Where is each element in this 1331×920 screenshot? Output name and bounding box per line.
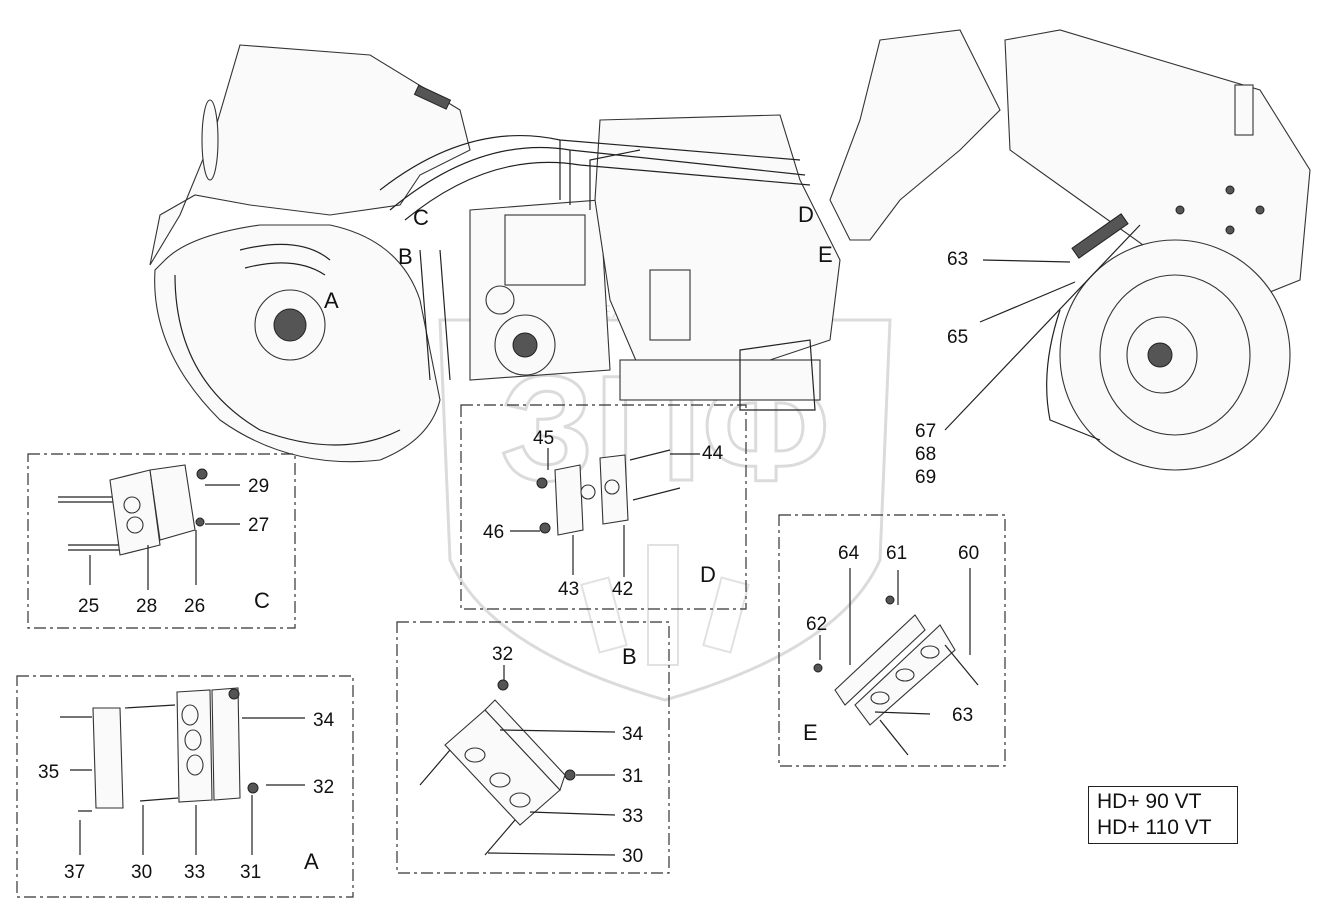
label-37: 37 <box>64 862 85 883</box>
detail-d: 45 44 46 43 42 D <box>460 404 747 610</box>
detail-a: 34 35 32 37 30 33 31 A <box>16 675 354 898</box>
detail-a-letter: A <box>304 849 319 874</box>
callout-d: D <box>798 202 814 227</box>
label-46: 46 <box>483 522 504 543</box>
label-29: 29 <box>248 476 269 497</box>
label-62: 62 <box>806 614 827 635</box>
label-67: 67 <box>915 421 936 442</box>
label-33-b: 33 <box>622 806 643 827</box>
callout-b: B <box>398 244 413 269</box>
label-69: 69 <box>915 467 936 488</box>
label-30-b: 30 <box>622 846 643 867</box>
callout-a: A <box>324 288 339 313</box>
detail-b-letter: B <box>622 644 637 669</box>
label-44: 44 <box>702 443 724 464</box>
label-32-b: 32 <box>492 644 513 665</box>
label-61: 61 <box>886 543 907 564</box>
label-30-a: 30 <box>131 862 152 883</box>
model-name-2: HD+ 110 VT <box>1097 816 1212 839</box>
label-34-b: 34 <box>622 724 644 745</box>
model-designation-box: HD+ 90 VT HD+ 110 VT <box>1088 786 1238 844</box>
label-28: 28 <box>136 596 157 617</box>
detail-e-letter: E <box>803 720 818 745</box>
main-callouts: A B C D E <box>324 202 833 313</box>
detail-d-letter: D <box>700 562 716 587</box>
label-31-b: 31 <box>622 766 643 787</box>
machine-front-drum <box>149 44 471 463</box>
label-25: 25 <box>78 596 99 617</box>
label-32-a: 32 <box>313 777 334 798</box>
label-63-detail: 63 <box>952 705 973 726</box>
label-34-a: 34 <box>313 710 335 731</box>
label-63-main: 63 <box>947 249 968 270</box>
label-33-a: 33 <box>184 862 205 883</box>
label-35: 35 <box>38 762 59 783</box>
label-42: 42 <box>612 579 633 600</box>
detail-c: 29 27 25 28 26 C <box>27 453 296 629</box>
model-name-1: HD+ 90 VT <box>1097 790 1202 813</box>
detail-c-letter: C <box>254 588 270 613</box>
detail-b: 32 34 31 33 30 B <box>396 621 670 874</box>
label-27: 27 <box>248 515 269 536</box>
label-26: 26 <box>184 596 205 617</box>
label-65-main: 65 <box>947 327 968 348</box>
label-68: 68 <box>915 444 936 465</box>
callout-c: C <box>413 205 429 230</box>
main-part-labels: 63 65 67 68 69 <box>915 224 1141 488</box>
detail-e: 64 61 60 62 63 E <box>778 514 1006 767</box>
label-45: 45 <box>533 428 554 449</box>
label-31-a: 31 <box>240 862 261 883</box>
machine-engine <box>379 114 841 411</box>
label-43: 43 <box>558 579 579 600</box>
label-60: 60 <box>958 543 979 564</box>
machine-rear-wheel <box>829 29 1311 471</box>
callout-e: E <box>818 242 833 267</box>
label-64: 64 <box>838 543 860 564</box>
